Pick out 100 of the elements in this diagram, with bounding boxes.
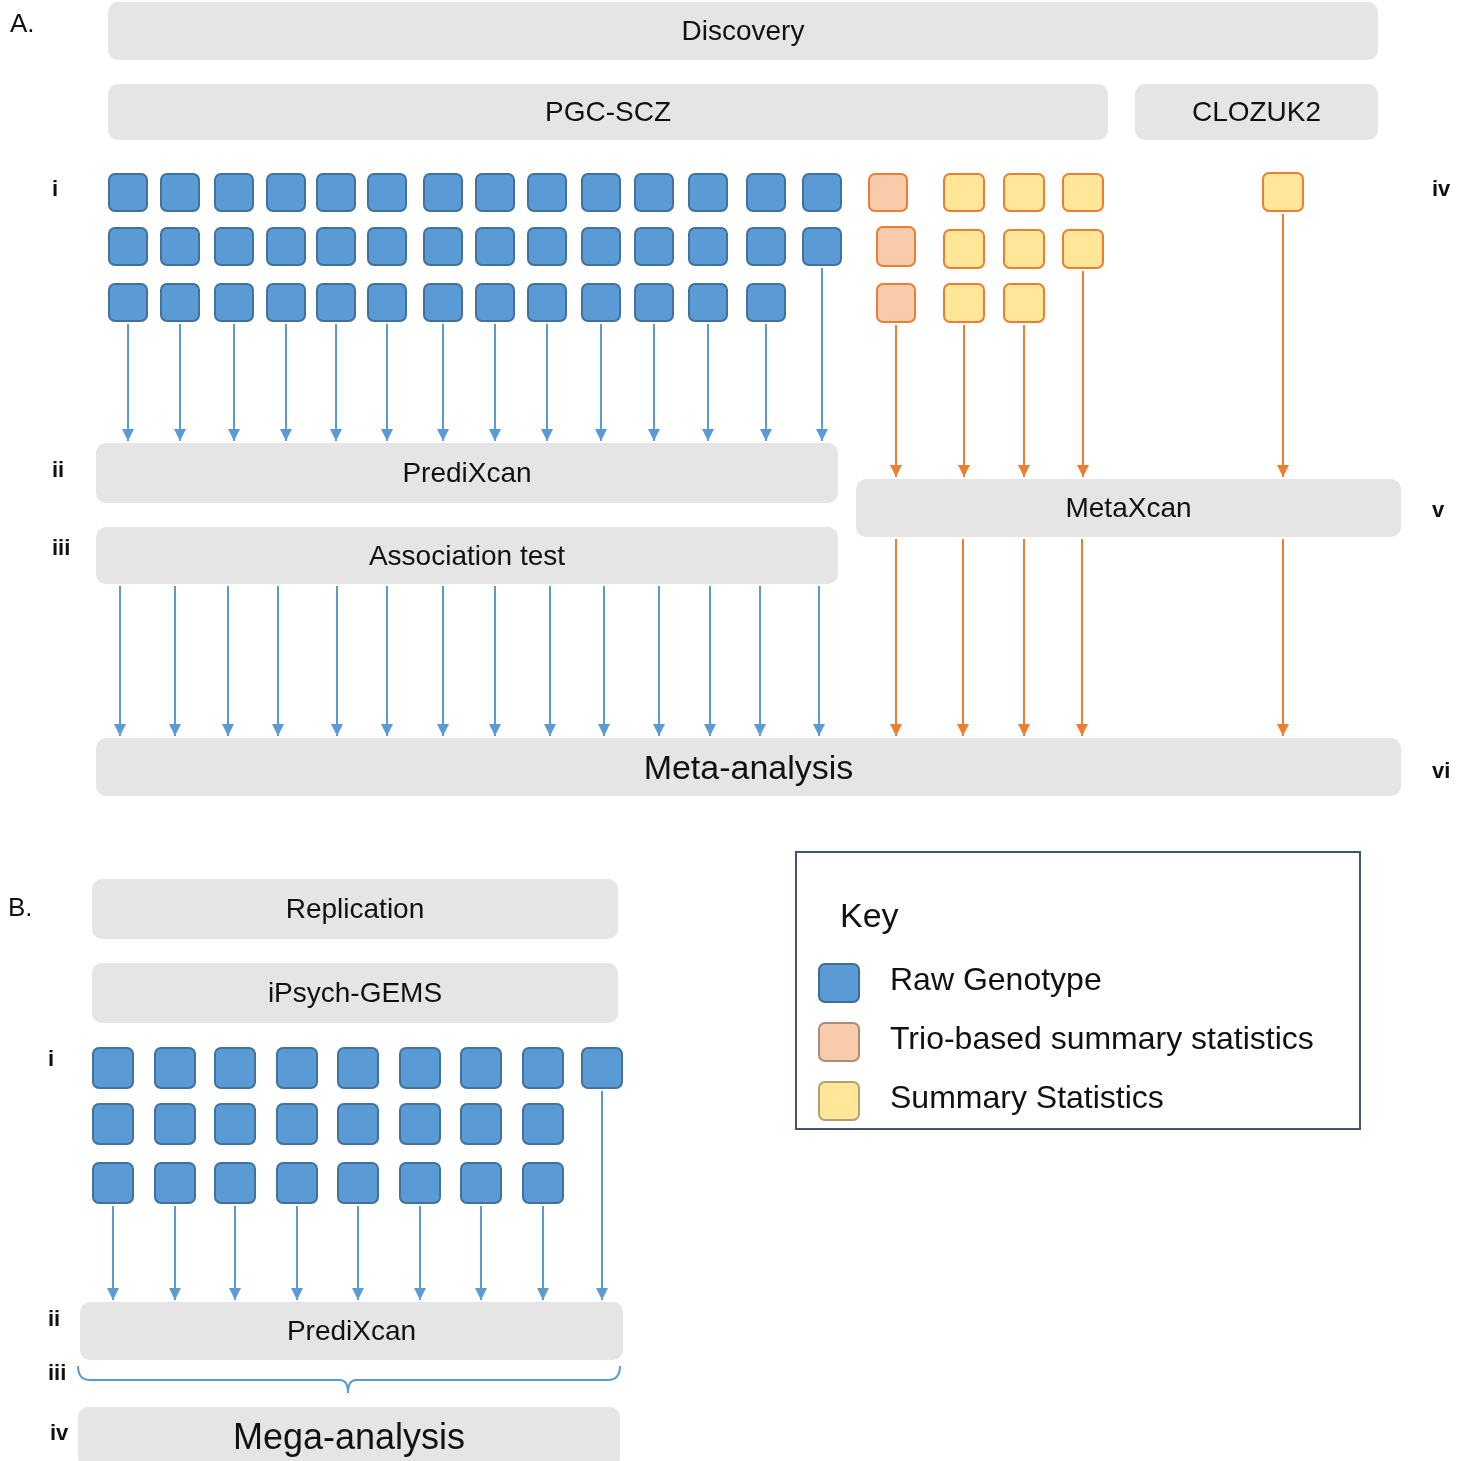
arrow [704, 585, 716, 737]
dataset-square [475, 283, 515, 322]
arrow [1018, 538, 1030, 737]
arrow [890, 324, 902, 478]
dataset-square [154, 1047, 196, 1089]
stage-band: Discovery [108, 2, 1378, 60]
dataset-square [154, 1103, 196, 1145]
dataset-square [581, 283, 621, 322]
dataset-square [316, 283, 356, 322]
stage-band: Replication [92, 879, 618, 939]
arrow [107, 1205, 119, 1301]
dataset-square [460, 1103, 502, 1145]
arrow [330, 323, 342, 442]
dataset-square [160, 173, 200, 212]
arrow [1077, 270, 1089, 478]
step-numeral: i [52, 176, 59, 202]
dataset-square [266, 173, 306, 212]
dataset-square [746, 173, 786, 212]
stage-band: PrediXcan [80, 1302, 623, 1360]
legend-title: Key [840, 896, 899, 935]
dataset-square [943, 283, 985, 323]
arrow [291, 1205, 303, 1301]
arrow [114, 585, 126, 737]
step-numeral: v [1432, 497, 1445, 523]
dataset-square [527, 173, 567, 212]
step-numeral: iii [52, 535, 71, 561]
dataset-square [688, 173, 728, 212]
step-numeral: ii [52, 457, 65, 483]
arrow [1277, 538, 1289, 737]
arrow [1076, 538, 1088, 737]
arrow [595, 323, 607, 442]
dataset-square [802, 227, 842, 266]
dataset-square [276, 1103, 318, 1145]
dataset-square [527, 283, 567, 322]
dataset-square [1003, 283, 1045, 323]
dataset-square [522, 1103, 564, 1145]
arrow [414, 1205, 426, 1301]
arrow [1018, 324, 1030, 478]
stage-band: iPsych-GEMS [92, 963, 618, 1023]
arrow [437, 323, 449, 442]
arrow [437, 585, 449, 737]
arrow [754, 585, 766, 737]
dataset-square [214, 1047, 256, 1089]
dataset-square [876, 283, 916, 323]
dataset-square [316, 173, 356, 212]
dataset-square [316, 227, 356, 266]
step-numeral: vi [1432, 758, 1451, 784]
dataset-square [1003, 173, 1045, 212]
dataset-square [92, 1162, 134, 1204]
dataset-square [1062, 173, 1104, 212]
arrow [489, 323, 501, 442]
arrow [653, 585, 665, 737]
dataset-square [1062, 229, 1104, 269]
dataset-square [160, 227, 200, 266]
dataset-square [367, 283, 407, 322]
dataset-square [214, 173, 254, 212]
dataset-square [581, 227, 621, 266]
arrow [280, 323, 292, 442]
dataset-square [688, 227, 728, 266]
arrow [760, 323, 772, 442]
dataset-square [423, 227, 463, 266]
step-numeral: i [48, 1046, 55, 1072]
legend-label: Trio-based summary statistics [890, 1020, 1314, 1057]
panel-label: B. [8, 892, 33, 923]
stage-band: Association test [96, 527, 838, 584]
arrow [489, 585, 501, 737]
arrow [598, 585, 610, 737]
step-numeral: iii [48, 1360, 67, 1386]
arrow [890, 538, 902, 737]
stage-band: Mega-analysis [78, 1407, 620, 1461]
dataset-square [214, 227, 254, 266]
arrow [331, 585, 343, 737]
arrow [958, 324, 970, 478]
dataset-square [746, 283, 786, 322]
arrow [544, 585, 556, 737]
dataset-square [522, 1162, 564, 1204]
arrow [222, 585, 234, 737]
dataset-square [423, 173, 463, 212]
step-numeral: iv [50, 1420, 69, 1446]
arrow [648, 323, 660, 442]
dataset-square [868, 173, 908, 212]
dataset-square [581, 1047, 623, 1089]
dataset-square [337, 1047, 379, 1089]
dataset-square [337, 1103, 379, 1145]
arrow [541, 323, 553, 442]
dataset-square [367, 227, 407, 266]
stage-band: MetaXcan [856, 479, 1401, 537]
dataset-square [266, 283, 306, 322]
step-numeral: iv [1432, 176, 1451, 202]
stage-band: CLOZUK2 [1135, 84, 1378, 140]
dataset-square [460, 1162, 502, 1204]
dataset-square [108, 173, 148, 212]
stage-band: PrediXcan [96, 443, 838, 503]
dataset-square [276, 1162, 318, 1204]
dataset-square [943, 173, 985, 212]
arrow [596, 1090, 608, 1301]
dataset-square [746, 227, 786, 266]
arrow [381, 585, 393, 737]
arrow [537, 1205, 549, 1301]
dataset-square [214, 1162, 256, 1204]
